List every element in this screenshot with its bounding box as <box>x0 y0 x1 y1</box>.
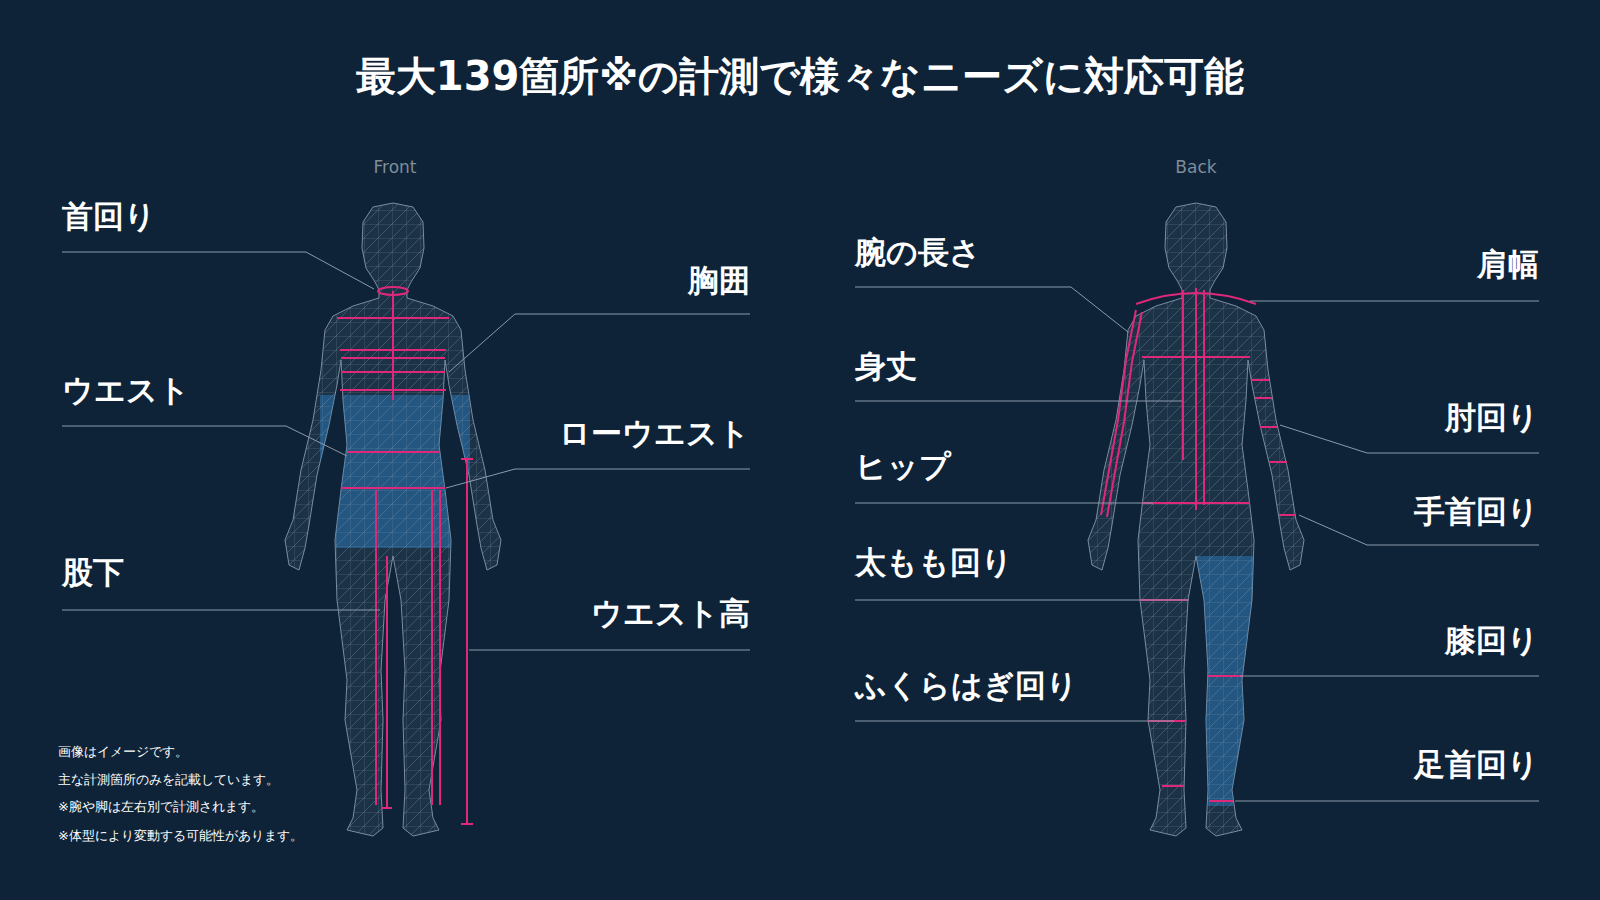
note: ※体型により変動する可能性があります。 <box>58 829 303 842</box>
measure-label: 手首回り <box>1414 496 1539 527</box>
front-figure <box>285 203 501 836</box>
body-outline <box>1088 203 1304 836</box>
back-figure <box>1088 203 1304 836</box>
measure-label: ふくらはぎ回り <box>855 670 1078 701</box>
measure-label: 足首回り <box>1414 749 1539 780</box>
measure-label: 肘回り <box>1445 402 1539 433</box>
body-mesh <box>285 203 501 836</box>
view-label: Front <box>374 159 417 176</box>
leader-lines <box>62 252 1539 801</box>
note: ※腕や脚は左右別で計測されます。 <box>58 800 264 813</box>
measure-label: 腕の長さ <box>855 237 981 268</box>
measure-label: 首回り <box>62 201 156 232</box>
measure-label: ウエスト <box>62 375 190 406</box>
measure-label: 胸囲 <box>688 265 750 296</box>
note: 主な計測箇所のみを記載しています。 <box>58 773 279 786</box>
title: 最大139箇所※の計測で様々なニーズに対応可能 <box>0 56 1600 96</box>
measure-label: 太もも回り <box>855 547 1013 578</box>
measure-lines <box>337 287 473 824</box>
body-mesh <box>1088 203 1304 836</box>
measure-label: ローウエスト <box>559 418 750 449</box>
view-label: Back <box>1175 159 1216 176</box>
measure-label: ヒップ <box>855 451 951 482</box>
body-outline <box>285 203 501 836</box>
measure-label: 肩幅 <box>1477 249 1539 280</box>
measure-label: 股下 <box>62 557 124 588</box>
measure-label: ウエスト高 <box>591 598 750 629</box>
measure-label: 身丈 <box>855 351 917 382</box>
measure-label: 膝回り <box>1445 625 1539 656</box>
note: 画像はイメージです。 <box>58 745 188 758</box>
measure-lines <box>1101 288 1295 801</box>
